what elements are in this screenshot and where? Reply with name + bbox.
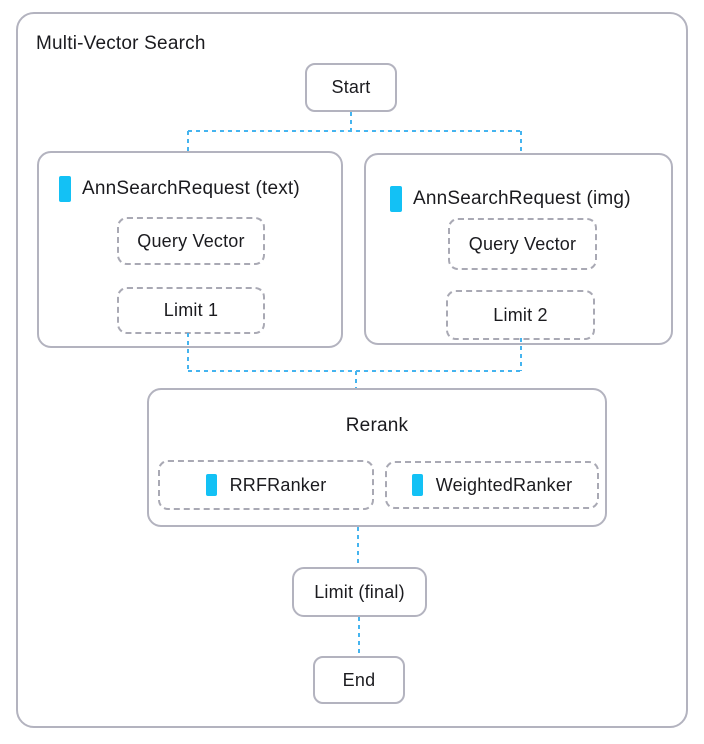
limit-final-node: Limit (final) [292,567,427,617]
rerank-title: Rerank [345,415,409,436]
rrf-ranker-label: RRFRanker [229,474,327,495]
connector-branch-top [188,130,523,132]
ann-search-text-title-row: AnnSearchRequest (text) [59,176,300,202]
cyan-bar-icon [59,176,71,202]
ann-search-img-title-row: AnnSearchRequest (img) [390,186,631,212]
connector-into-img-box [520,131,522,153]
ann-search-img-node: AnnSearchRequest (img) Query Vector Limi… [364,153,673,345]
end-node: End [313,656,405,704]
cyan-bar-icon [390,186,402,212]
start-node: Start [305,63,397,112]
connector-text-out [187,333,189,371]
weighted-ranker-label: WeightedRanker [435,474,573,495]
ann-search-text-label: AnnSearchRequest (text) [82,178,300,199]
query-vector-chip-text: Query Vector [117,217,265,265]
connector-rerank-out [357,527,359,567]
query-vector-chip-img: Query Vector [448,218,597,270]
connector-into-text-box [187,131,189,151]
connector-into-rerank [355,371,357,388]
connector-start-down [350,112,352,131]
limit1-chip: Limit 1 [117,287,265,334]
ann-search-text-node: AnnSearchRequest (text) Query Vector Lim… [37,151,343,348]
ann-search-img-label: AnnSearchRequest (img) [413,188,631,209]
limit2-chip: Limit 2 [446,290,595,340]
weighted-ranker-chip: WeightedRanker [385,461,599,509]
rrf-ranker-chip: RRFRanker [158,460,374,510]
diagram-title: Multi-Vector Search [36,33,206,54]
cyan-bar-icon [411,474,423,496]
connector-limit-final-out [358,617,360,656]
rerank-node: Rerank RRFRanker WeightedRanker [147,388,607,527]
connector-img-out [520,338,522,371]
cyan-bar-icon [205,474,217,496]
